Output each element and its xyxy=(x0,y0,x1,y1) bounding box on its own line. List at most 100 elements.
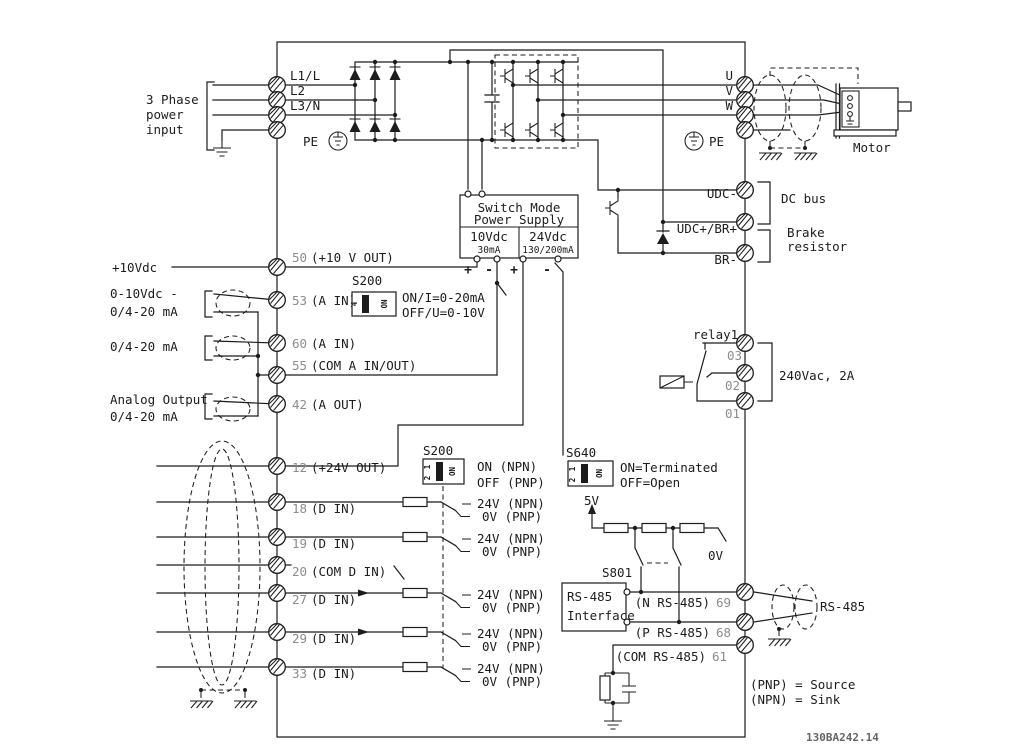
pe-right-label: PE xyxy=(709,134,724,149)
terminal-55-label: (COM A IN/OUT) xyxy=(311,358,416,373)
power-input-label-2: power xyxy=(146,107,184,122)
inverter-igbt-bridge xyxy=(494,54,746,149)
s200-digital-name: S200 xyxy=(423,443,453,458)
terminal-53-number: 53 xyxy=(292,293,307,308)
s801-label: S801 xyxy=(602,565,632,580)
terminal-20-number: 20 xyxy=(292,564,307,579)
terminal-br-minus-icon xyxy=(736,244,754,262)
s200-digital-opt2: OFF (PNP) xyxy=(477,475,545,490)
terminal-19-number: 19 xyxy=(292,536,307,551)
dc-bus-label: DC bus xyxy=(781,191,826,206)
terminal-l2-label: L2 xyxy=(290,83,305,98)
dip-switch-icon xyxy=(567,460,614,487)
three-phase-input-section: 3 Phase power input L1/L L2 L3/N PE xyxy=(146,68,396,157)
smps-24v-label: 24Vdc xyxy=(529,229,567,244)
smps-plus24-sign: + xyxy=(510,263,518,278)
ain53-source-label-1: 0-10Vdc - xyxy=(110,286,178,301)
resistor-icon xyxy=(641,522,667,534)
shield-ground-icon xyxy=(767,638,792,647)
smps-30ma-label: 30mA xyxy=(478,245,501,256)
dc-bus-brake-section: UDC- UDC+/BR+ BR- DC bus Brake resistor xyxy=(577,139,848,267)
smps-minus10-sign: - xyxy=(485,263,493,278)
terminal-pe-right-icon xyxy=(736,121,754,139)
terminal-03-number: 03 xyxy=(727,348,742,363)
terminal-l2-icon xyxy=(268,91,286,109)
din-row-18: 18 (D IN) 24V (NPN) 0V (PNP) xyxy=(268,493,545,524)
terminal-42-number: 42 xyxy=(292,397,307,412)
terminal-53-label: (A IN) xyxy=(311,293,356,308)
brake-igbt-icon xyxy=(604,196,619,220)
din-row-20: 20 (COM D IN) xyxy=(268,556,405,580)
terminal-12-icon xyxy=(268,457,286,475)
terminal-50-number: 50 xyxy=(292,250,307,265)
din-row-33: 33 (D IN) 24V (NPN) 0V (PNP) xyxy=(268,658,545,689)
shield-ground-icon xyxy=(233,700,258,709)
terminal-12-label: (+24V OUT) xyxy=(311,460,386,475)
dip-digit: 2 xyxy=(423,476,432,481)
smps-minus24-sign: - xyxy=(543,263,551,278)
legend-npn: (NPN) = Sink xyxy=(750,692,841,707)
terminal-u-icon xyxy=(736,76,754,94)
terminal-60-icon xyxy=(268,334,286,352)
smps-title-2: Power Supply xyxy=(474,212,565,227)
plus10vdc-label: +10Vdc xyxy=(112,260,157,275)
rs485-interface-box xyxy=(561,582,627,632)
pnp-option-label: 0V (PNP) xyxy=(482,509,542,524)
terminal-33-number: 33 xyxy=(292,666,307,681)
ain53-source-label-2: 0/4-20 mA xyxy=(110,304,178,319)
terminal-50-label: (+10 V OUT) xyxy=(311,250,394,265)
terminal-19-label: (D IN) xyxy=(311,536,356,551)
pe-left-label: PE xyxy=(303,134,318,149)
dip-on-label: ON xyxy=(595,469,604,479)
legend-pnp: (PNP) = Source xyxy=(750,677,855,692)
terminal-02-number: 02 xyxy=(725,378,740,393)
drive-enclosure-outline xyxy=(276,41,746,738)
digital-input-section: 12 (+24V OUT) 18 (D IN) 24V (NPN) 0V (PN… xyxy=(156,440,545,709)
terminal-12-number: 12 xyxy=(292,460,307,475)
shield-ground-icon xyxy=(189,700,214,709)
pnp-option-label: 0V (PNP) xyxy=(482,674,542,689)
terminal-29-label: (D IN) xyxy=(311,631,356,646)
motor-label: Motor xyxy=(853,140,891,155)
terminal-18-icon xyxy=(268,493,286,511)
relay-section: relay1 03 02 01 240Vac, 2A xyxy=(659,327,855,421)
resistor-icon xyxy=(679,522,705,534)
brake-resistor-label-1: Brake xyxy=(787,225,825,240)
s200-digital-opt1: ON (NPN) xyxy=(477,459,537,474)
pe-right-icon xyxy=(684,131,704,151)
terminal-l1-label: L1/L xyxy=(290,68,320,83)
terminal-29-number: 29 xyxy=(292,631,307,646)
resistor-icon xyxy=(402,587,428,599)
smps-section: Switch Mode Power Supply 10Vdc 30mA 24Vd… xyxy=(285,190,579,467)
motor-icon xyxy=(833,83,912,139)
brake-resistor-label-2: resistor xyxy=(787,239,848,254)
din-row-19: 19 (D IN) 24V (NPN) 0V (PNP) xyxy=(268,528,545,559)
terminal-18-label: (D IN) xyxy=(311,501,356,516)
resistor-icon xyxy=(603,522,629,534)
legend: (PNP) = Source (NPN) = Sink 130BA242.14 xyxy=(750,677,879,744)
terminal-pe-left-icon xyxy=(268,121,286,139)
terminal-61-number: 61 xyxy=(712,649,727,664)
s200-analog-opt1: ON/I=0-20mA xyxy=(402,290,485,305)
terminal-u-label: U xyxy=(725,68,733,83)
s640-name: S640 xyxy=(566,445,596,460)
dip-switch-icon xyxy=(351,291,397,317)
pnp-option-label: 0V (PNP) xyxy=(482,600,542,615)
terminal-60-label: (A IN) xyxy=(311,336,356,351)
resistor-icon xyxy=(599,675,611,701)
rs485-cable-label: RS-485 xyxy=(820,599,865,614)
din-row-29: 29 (D IN) 24V (NPN) 0V (PNP) xyxy=(268,623,545,654)
earth-ground-icon xyxy=(603,711,623,730)
terminal-33-label: (D IN) xyxy=(311,666,356,681)
rs485-box-label-1: RS-485 xyxy=(567,589,612,604)
udc-minus-label: UDC- xyxy=(707,186,737,201)
smps-plus10-sign: + xyxy=(464,263,472,278)
terminal-68-icon xyxy=(736,613,754,631)
resistor-icon xyxy=(402,496,428,508)
terminal-33-icon xyxy=(268,658,286,676)
aout42-label-2: 0/4-20 mA xyxy=(110,409,178,424)
terminal-53-icon xyxy=(268,291,286,309)
relay-name: relay1 xyxy=(693,327,738,342)
s640-opt2: OFF=Open xyxy=(620,475,680,490)
